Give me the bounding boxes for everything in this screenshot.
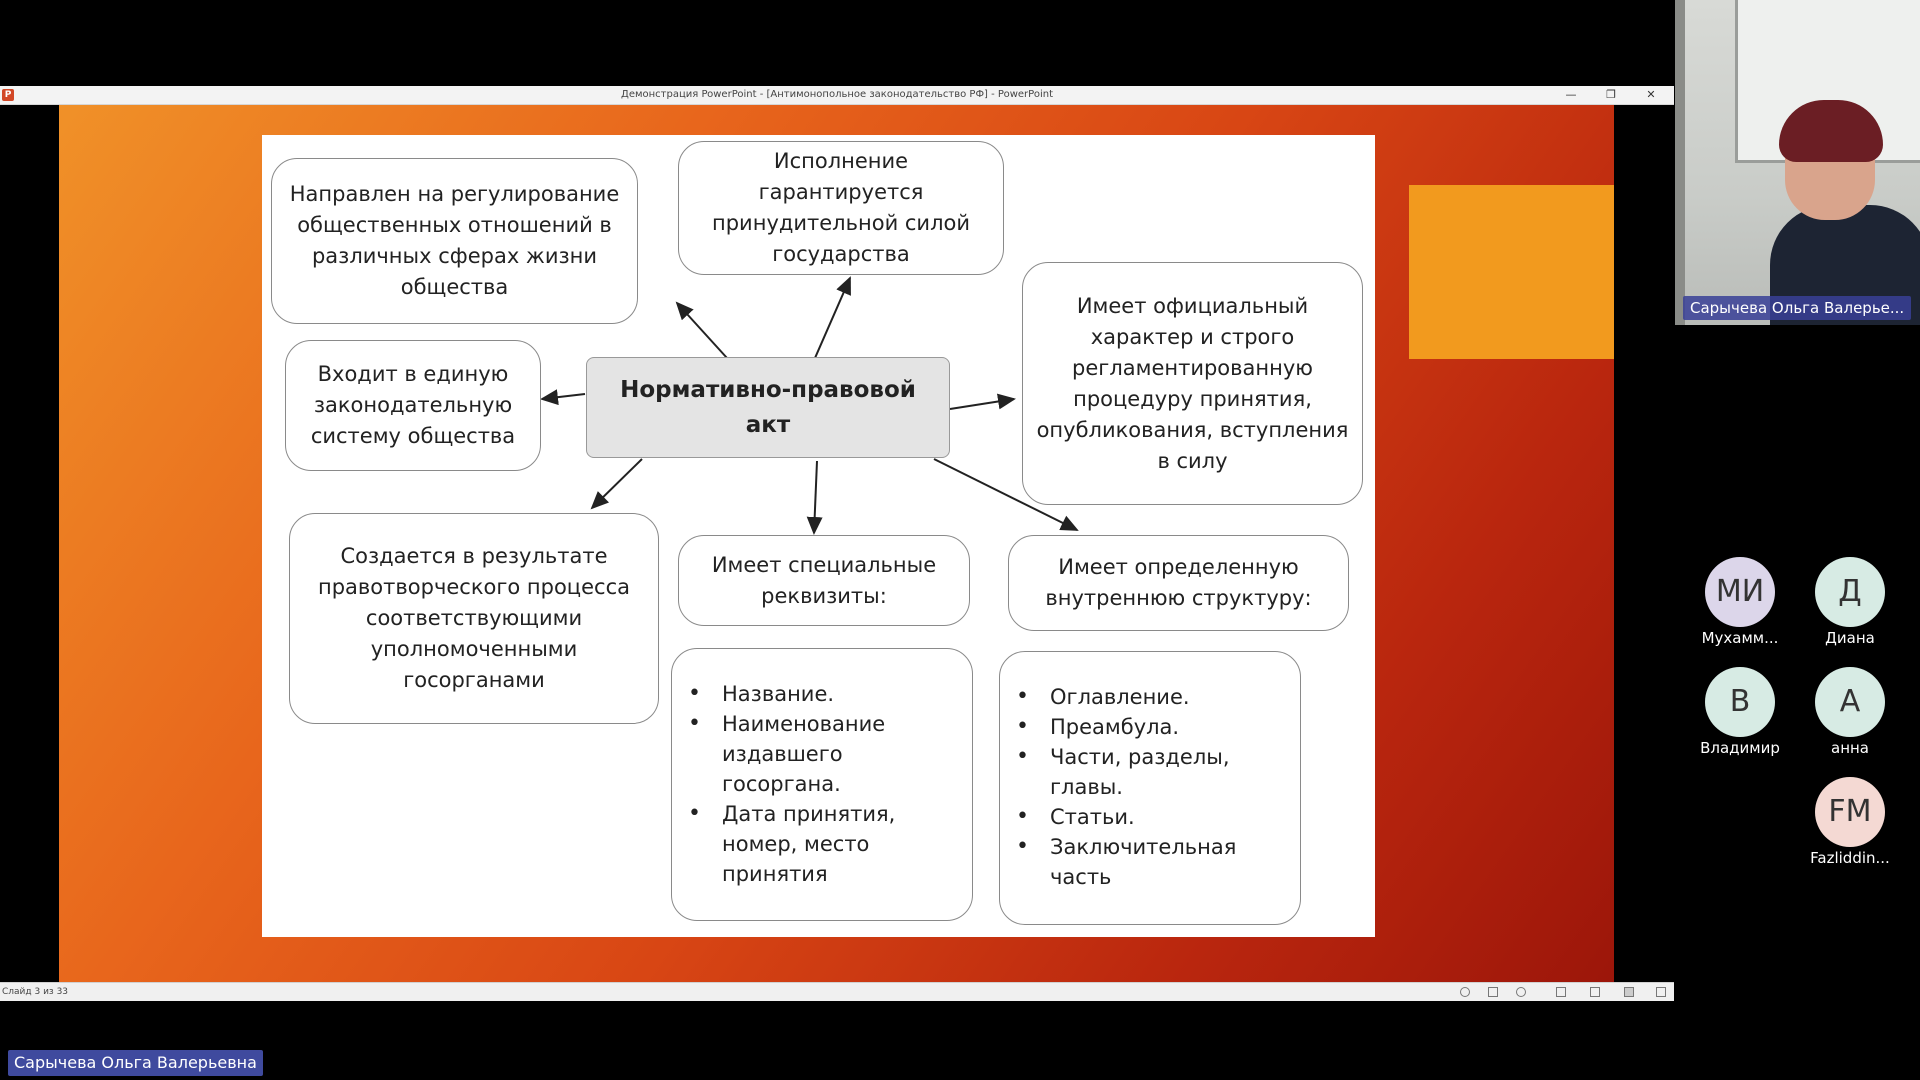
previous-slide-icon[interactable] bbox=[1460, 987, 1470, 997]
avatar: А bbox=[1815, 667, 1885, 737]
participant-name: анна bbox=[1831, 739, 1869, 757]
video-door-frame bbox=[1675, 0, 1685, 325]
avatar: В bbox=[1705, 667, 1775, 737]
box-enforcement: Исполнение гарантируется принудительной … bbox=[678, 141, 1004, 275]
list-item: Части, разделы, главы. bbox=[1016, 742, 1286, 802]
arrow-to-system bbox=[540, 389, 586, 406]
avatar: МИ bbox=[1705, 557, 1775, 627]
arrow-to-regulation bbox=[675, 301, 728, 359]
slide-show-area[interactable]: Направлен на регулирование общественных … bbox=[0, 105, 1674, 982]
participant-tile[interactable]: FM Fazliddin... bbox=[1795, 777, 1905, 867]
list-item: Оглавление. bbox=[1016, 682, 1286, 712]
slide-sorter-icon[interactable] bbox=[1590, 987, 1600, 997]
list-item: Дата принятия, номер, место принятия bbox=[688, 799, 958, 889]
box-created: Создается в результате правотворческого … bbox=[289, 513, 659, 724]
avatar: FM bbox=[1815, 777, 1885, 847]
structure-list: Оглавление. Преамбула. Части, разделы, г… bbox=[1016, 682, 1286, 892]
participant-name: Владимир bbox=[1700, 739, 1780, 757]
center-box-normative-act: Нормативно-правовой акт bbox=[586, 357, 950, 458]
participant-name: Диана bbox=[1825, 629, 1875, 647]
participant-tile[interactable]: Д Диана bbox=[1795, 557, 1905, 647]
speaker-name-label: Сарычева Ольга Валерье... bbox=[1683, 296, 1912, 320]
speaker-video[interactable]: Сарычева Ольга Валерье... bbox=[1675, 0, 1920, 325]
arrow-to-requisites bbox=[806, 460, 823, 535]
list-item: Статьи. bbox=[1016, 802, 1286, 832]
slide-counter: Слайд 3 из 33 bbox=[2, 987, 69, 997]
list-box-structure: Оглавление. Преамбула. Части, разделы, г… bbox=[999, 651, 1301, 925]
participant-tile[interactable]: В Владимир bbox=[1685, 667, 1795, 757]
powerpoint-app-icon[interactable]: P bbox=[2, 89, 14, 101]
arrow-to-official bbox=[949, 393, 1016, 410]
box-structure: Имеет определенную внутреннюю структуру: bbox=[1008, 535, 1349, 631]
powerpoint-window: P Демонстрация PowerPoint - [Антимонопол… bbox=[0, 86, 1674, 1001]
arrow-to-created bbox=[590, 458, 643, 510]
restore-button[interactable]: ❐ bbox=[1606, 88, 1616, 101]
participant-tile[interactable]: МИ Мухамм... bbox=[1685, 557, 1795, 647]
list-item: Название. bbox=[688, 679, 958, 709]
box-official: Имеет официальный характер и строго регл… bbox=[1022, 262, 1363, 505]
reading-view-icon[interactable] bbox=[1624, 987, 1634, 997]
list-item: Преамбула. bbox=[1016, 712, 1286, 742]
close-button[interactable]: ✕ bbox=[1646, 88, 1656, 101]
list-item: Наименование издавшего госоргана. bbox=[688, 709, 958, 799]
slide-menu-icon[interactable] bbox=[1488, 987, 1498, 997]
minimize-button[interactable]: — bbox=[1565, 88, 1577, 101]
list-item: Заключительная часть bbox=[1016, 832, 1286, 892]
diagram-arrows bbox=[540, 276, 1079, 535]
title-bar: P Демонстрация PowerPoint - [Антимонопол… bbox=[0, 86, 1674, 105]
slide-decoration-block bbox=[1409, 185, 1614, 359]
slide-show-icon[interactable] bbox=[1656, 987, 1666, 997]
presenter-name-label: Сарычева Ольга Валерьевна bbox=[8, 1050, 263, 1076]
normal-view-icon[interactable] bbox=[1556, 987, 1566, 997]
avatar: Д bbox=[1815, 557, 1885, 627]
next-slide-icon[interactable] bbox=[1516, 987, 1526, 997]
speaker-hair bbox=[1779, 100, 1883, 162]
status-bar: Слайд 3 из 33 bbox=[0, 982, 1674, 1001]
box-system: Входит в единую законодательную систему … bbox=[285, 340, 541, 471]
arrow-to-structure bbox=[933, 458, 1079, 531]
box-regulation: Направлен на регулирование общественных … bbox=[271, 158, 638, 324]
participant-tile[interactable]: А анна bbox=[1795, 667, 1905, 757]
box-requisites: Имеет специальные реквизиты: bbox=[678, 535, 970, 626]
slide-diagram: Направлен на регулирование общественных … bbox=[262, 135, 1375, 937]
participant-name: Мухамм... bbox=[1701, 629, 1779, 647]
participant-name: Fazliddin... bbox=[1810, 849, 1890, 867]
window-title: Демонстрация PowerPoint - [Антимонопольн… bbox=[621, 89, 1053, 100]
arrow-to-enforcement bbox=[814, 276, 851, 359]
list-box-requisites: Название. Наименование издавшего госорга… bbox=[671, 648, 973, 921]
requisites-list: Название. Наименование издавшего госорга… bbox=[688, 679, 958, 889]
